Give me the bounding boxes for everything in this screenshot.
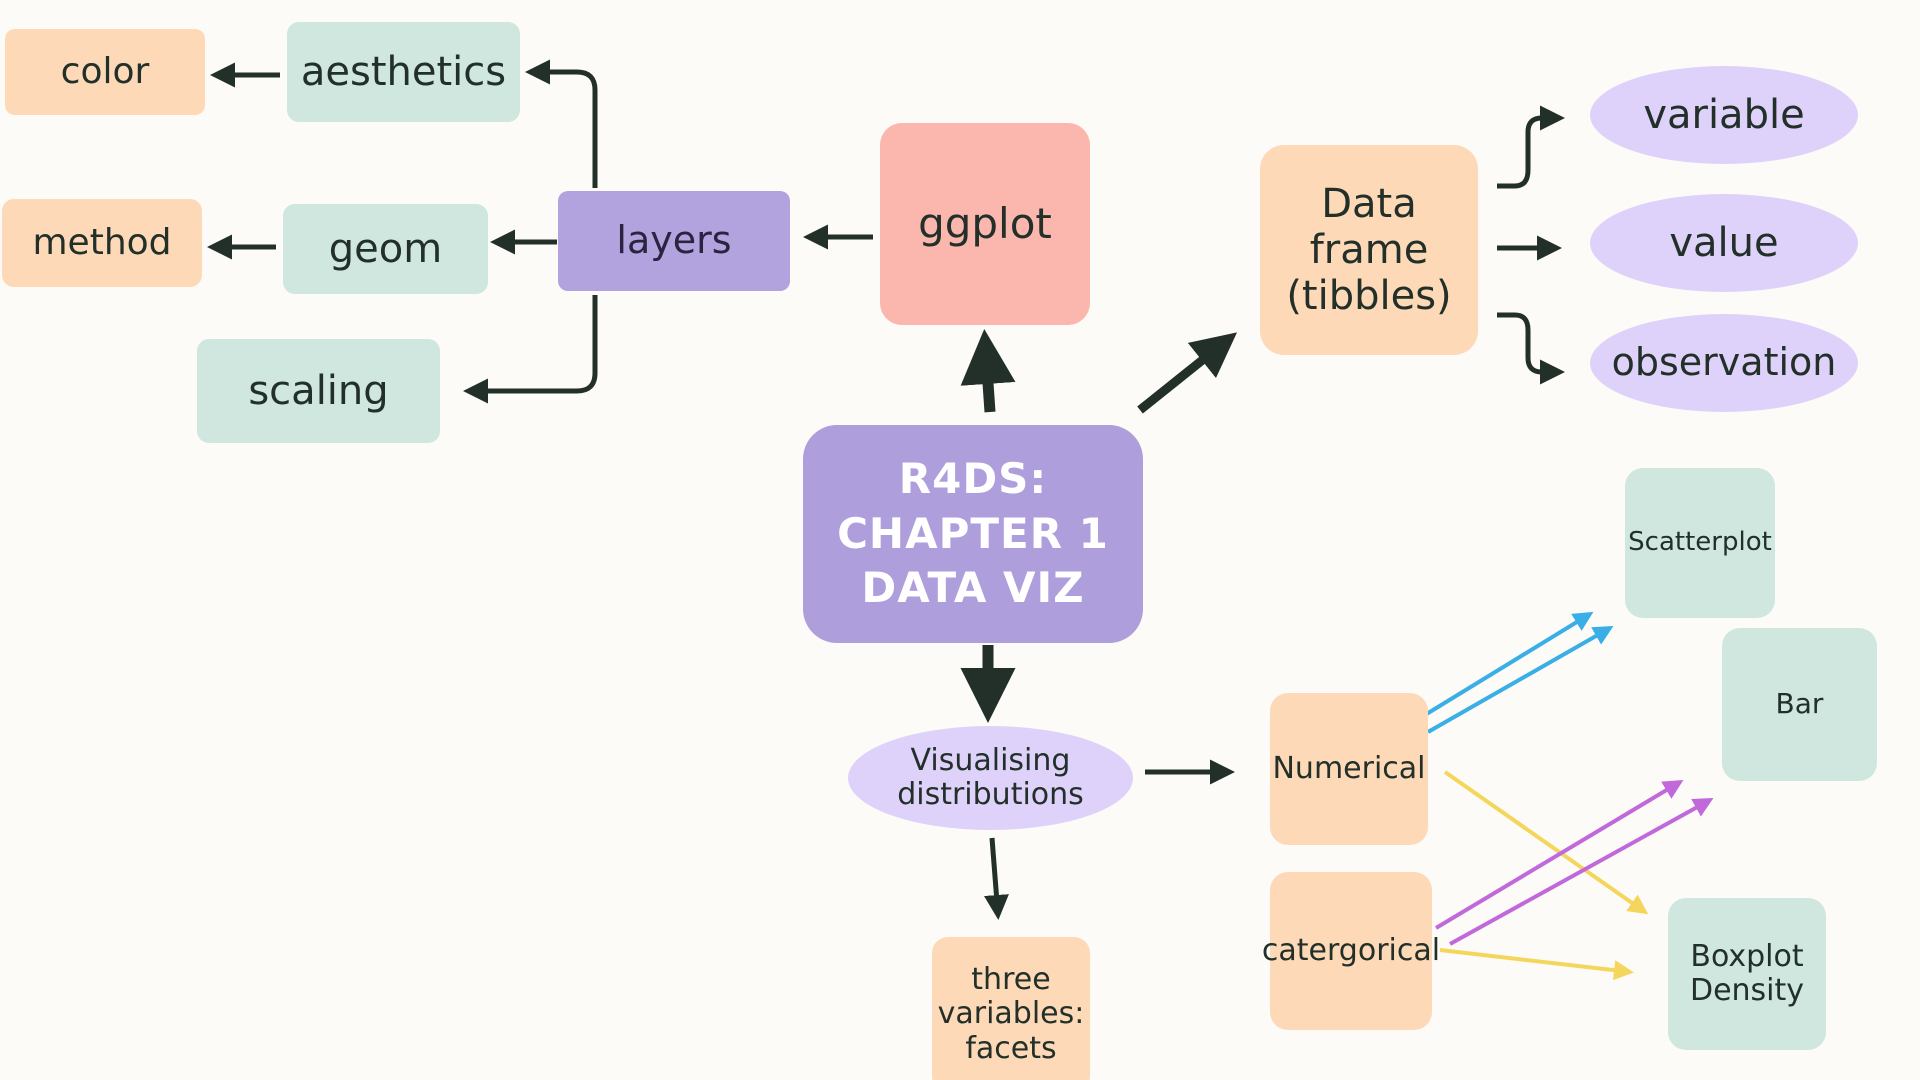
- node-categorical: catergorical: [1262, 872, 1440, 1030]
- node-method: method: [2, 199, 202, 287]
- arrow-visualising-to-facets: [983, 837, 1009, 920]
- node-bar: Bar: [1722, 628, 1877, 781]
- node-geom: geom: [283, 204, 488, 294]
- node-layers: layers: [558, 191, 790, 291]
- arrow-numerical-to-boxplot: [1443, 770, 1649, 915]
- arrow-numerical-to-scatterplot-2: [1427, 626, 1614, 734]
- arrow-dataframe-to-observation: [1497, 312, 1565, 385]
- node-boxplot-density: Boxplot Density: [1668, 898, 1826, 1050]
- arrow-center-to-ggplot: [960, 329, 1016, 413]
- arrow-categorical-to-boxplot: [1439, 948, 1634, 981]
- node-scaling: scaling: [197, 339, 440, 443]
- node-observation: observation: [1590, 314, 1858, 412]
- node-color: color: [5, 29, 205, 115]
- arrow-categorical-to-bar-1: [1434, 779, 1684, 930]
- arrow-dataframe-to-variable: [1497, 105, 1565, 189]
- node-data-frame: Data frame (tibbles): [1260, 145, 1478, 355]
- node-center-title: R4DS: CHAPTER 1 DATA VIZ: [803, 425, 1143, 643]
- arrow-center-to-dataframe: [1137, 332, 1238, 414]
- arrow-layers-to-scaling: [463, 295, 598, 404]
- node-value: value: [1590, 194, 1858, 292]
- node-variable: variable: [1590, 66, 1858, 164]
- node-aesthetics: aesthetics: [287, 22, 520, 122]
- arrow-numerical-to-scatterplot-1: [1418, 611, 1594, 720]
- arrow-layers-to-aesthetics: [525, 59, 598, 188]
- node-visualising-distributions: Visualising distributions: [848, 726, 1133, 830]
- arrow-categorical-to-bar-2: [1449, 798, 1714, 946]
- node-scatterplot: Scatterplot: [1625, 468, 1775, 618]
- node-facets: three variables: facets: [932, 937, 1090, 1080]
- node-numerical: Numerical: [1270, 693, 1428, 845]
- node-ggplot: ggplot: [880, 123, 1090, 325]
